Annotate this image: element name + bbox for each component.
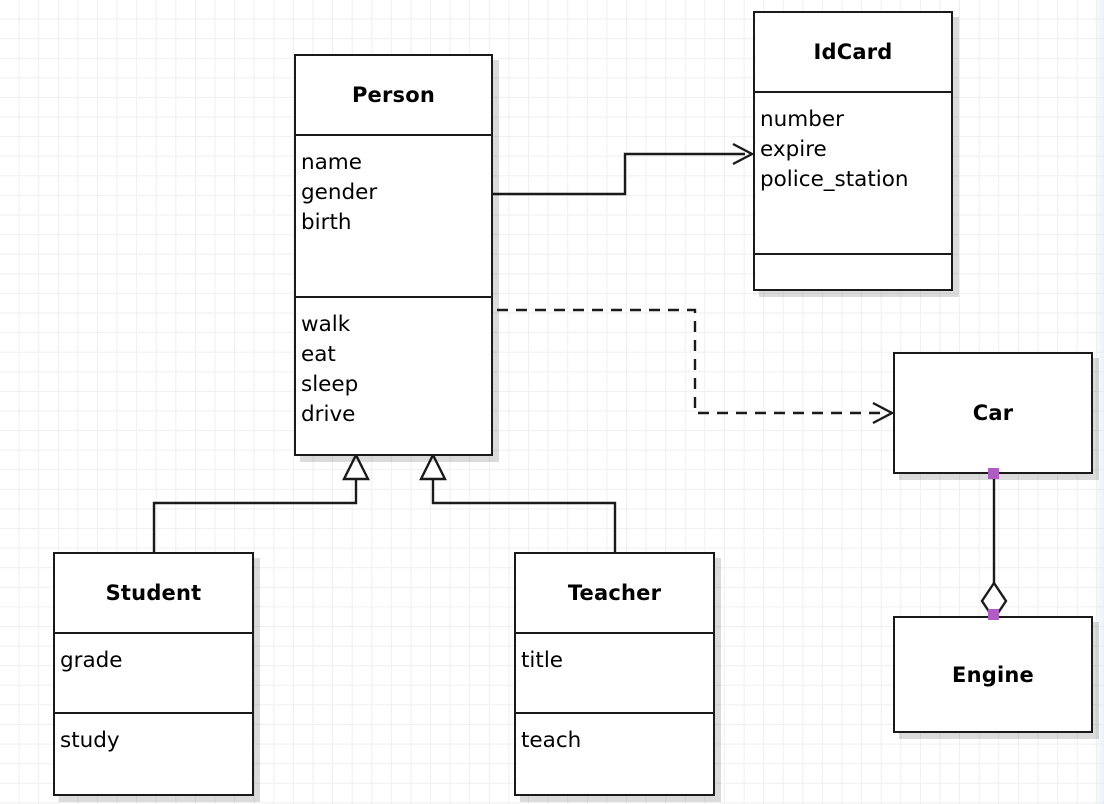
hollow-triangle-head xyxy=(342,452,370,481)
connector-student-person[interactable] xyxy=(152,452,370,552)
uml-class-engine[interactable]: Engine xyxy=(893,616,1093,733)
operation-item: teach xyxy=(521,728,582,753)
class-name-idcard: IdCard xyxy=(813,40,893,64)
connector-person-car[interactable] xyxy=(497,308,895,425)
open-arrow-head xyxy=(732,142,755,166)
connector-car-engine[interactable] xyxy=(980,474,1008,622)
class-name-engine: Engine xyxy=(952,662,1034,687)
canvas-edge-tint xyxy=(1094,0,1104,804)
uml-class-car[interactable]: Car xyxy=(893,352,1093,474)
operations-compartment-idcard[interactable] xyxy=(755,253,951,289)
open-arrow-head xyxy=(872,401,895,425)
operation-item: study xyxy=(60,728,120,753)
connection-handle-engine[interactable] xyxy=(988,609,999,620)
attribute-item: gender xyxy=(301,180,378,205)
attributes-compartment-person[interactable]: name gender birth xyxy=(296,134,491,296)
operations-compartment-student[interactable]: study xyxy=(55,712,252,794)
uml-class-teacher[interactable]: Teacher title teach xyxy=(514,552,715,796)
attribute-item: birth xyxy=(301,210,352,235)
class-name-student: Student xyxy=(105,581,202,605)
connector-teacher-person[interactable] xyxy=(419,452,617,552)
attribute-item: number xyxy=(760,107,844,132)
connection-handle-car[interactable] xyxy=(988,468,999,479)
operation-item: sleep xyxy=(301,372,359,397)
operations-compartment-teacher[interactable]: teach xyxy=(516,712,713,794)
attributes-compartment-teacher[interactable]: title xyxy=(516,632,713,712)
attribute-item: title xyxy=(521,648,564,673)
hollow-triangle-head xyxy=(419,452,447,481)
attribute-item: grade xyxy=(60,648,123,673)
uml-class-person[interactable]: Person name gender birth walk eat sleep … xyxy=(294,54,493,456)
operation-item: walk xyxy=(301,312,351,337)
operation-item: eat xyxy=(301,342,336,367)
operation-item: drive xyxy=(301,402,356,427)
attributes-compartment-student[interactable]: grade xyxy=(55,632,252,712)
uml-class-idcard[interactable]: IdCard number expire police_station xyxy=(753,11,953,291)
attributes-compartment-idcard[interactable]: number expire police_station xyxy=(755,91,951,253)
class-name-person: Person xyxy=(351,83,436,107)
uml-class-student[interactable]: Student grade study xyxy=(53,552,254,796)
class-name-teacher: Teacher xyxy=(567,581,662,605)
operations-compartment-person[interactable]: walk eat sleep drive xyxy=(296,296,491,454)
attribute-item: name xyxy=(301,150,362,175)
attribute-item: expire xyxy=(760,137,827,162)
class-name-car: Car xyxy=(972,401,1014,425)
connector-person-idcard[interactable] xyxy=(493,142,755,196)
attribute-item: police_station xyxy=(760,167,909,192)
